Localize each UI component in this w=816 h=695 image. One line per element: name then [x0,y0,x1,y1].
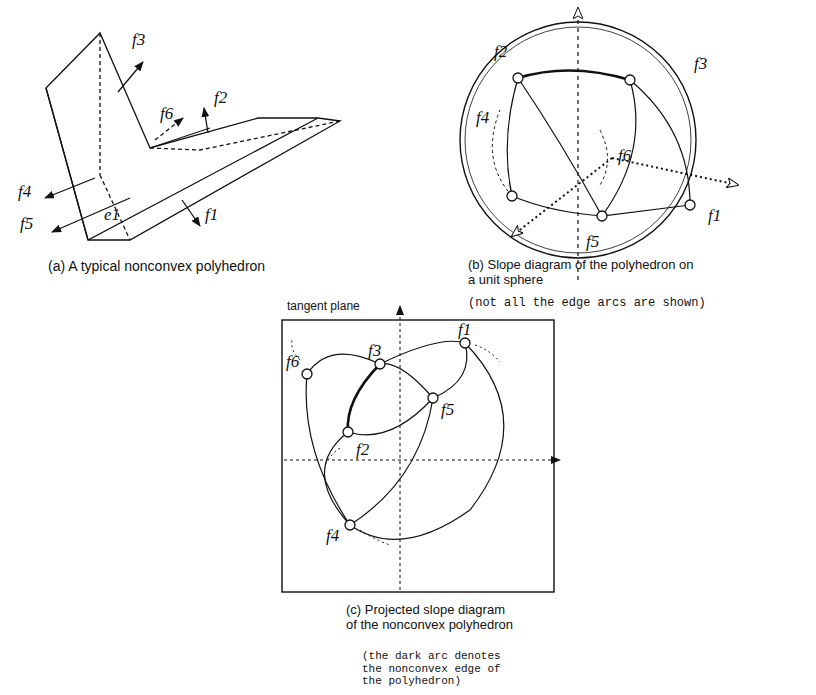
face-label: f5 [441,400,454,420]
polyhedron [46,33,340,240]
face-label: f4 [326,526,339,546]
face-label: f4 [18,182,31,202]
edge-label: e1 [104,205,120,225]
caption-note: (the dark arc denotes the nonconvex edge… [362,650,502,688]
unit-sphere [460,8,738,280]
face-label: f6 [160,104,173,124]
face-label: f1 [205,205,218,225]
face-label: f2 [214,88,227,108]
caption-note: (not all the edge arcs are shown) [468,297,706,311]
face-label: f5 [20,214,33,234]
projected-diagram [282,306,560,592]
face-label: f2 [356,440,369,460]
subfigure-caption: (b) Slope diagram of the polyhedron on a… [468,258,698,288]
face-label: f3 [368,341,381,361]
axis-label: tangent plane [287,300,360,314]
subfigure-caption: (a) A typical nonconvex polyhedron [48,258,265,274]
face-label: f3 [132,30,145,50]
face-label: f1 [458,320,471,340]
face-label: f1 [708,206,721,226]
face-label: f6 [286,352,299,372]
subfigure-caption: (c) Projected slope diagram of the nonco… [346,603,516,633]
face-label: f2 [494,42,507,62]
face-label: f5 [586,232,599,252]
face-label: f3 [694,54,707,74]
face-label: f4 [476,108,489,128]
face-label: f6 [618,146,631,166]
